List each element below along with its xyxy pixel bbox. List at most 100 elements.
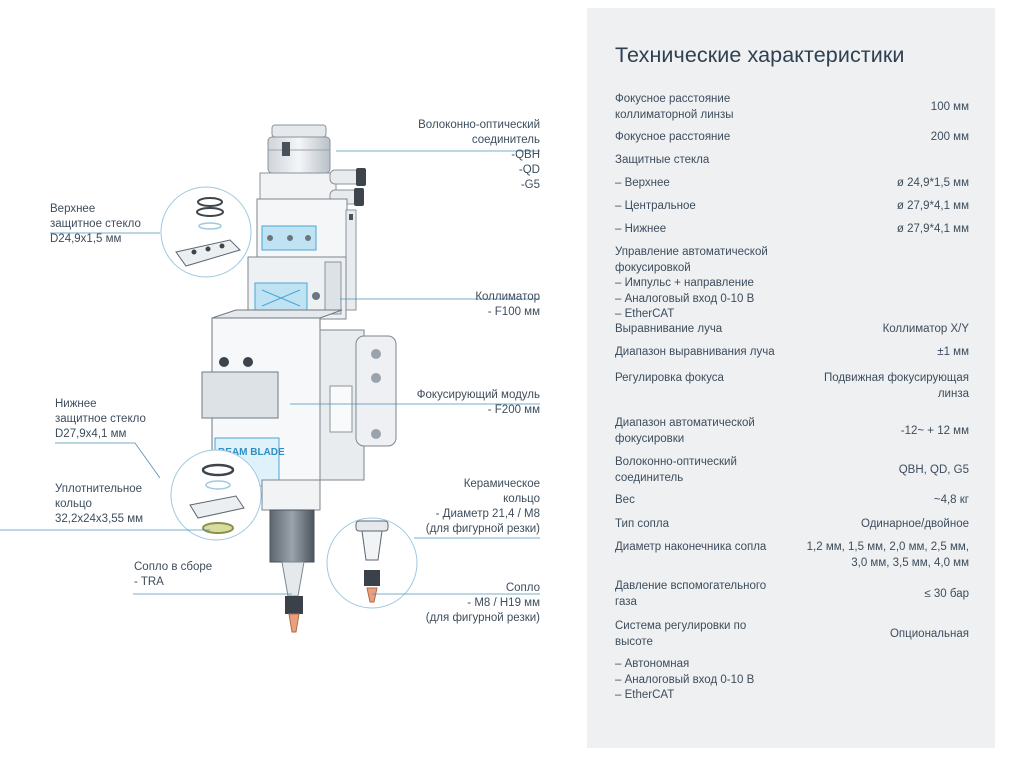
spec-value-line: Одинарное/двойное <box>861 518 969 530</box>
spec-name-line: – Аналоговый вход 0-10 В <box>615 292 755 305</box>
spec-name: Фокусное расстояние <box>615 130 805 146</box>
label-line: Коллиматор <box>475 291 540 303</box>
spec-name-line: Диаметр наконечника сопла <box>615 541 767 553</box>
specs-panel: Технические характеристики Фокусное расс… <box>587 8 995 748</box>
spec-value-line: Опциональная <box>889 627 969 640</box>
spec-name: Тип сопла <box>615 517 805 533</box>
spec-value-line: 100 мм <box>930 100 969 113</box>
specs-title: Технические характеристики <box>615 43 905 67</box>
spec-name: – Автономная – Аналоговый вход 0-10 В – Et… <box>615 657 805 704</box>
label-line: Сопло <box>505 582 540 594</box>
upper-housing-part <box>256 198 357 311</box>
label-line: Волоконно-оптический <box>418 119 540 131</box>
spec-value: Коллиматор X/Y <box>794 322 969 338</box>
label-line: -G5 <box>520 179 540 191</box>
label-line: Уплотнительное <box>55 483 143 495</box>
spec-name-line: коллиматорной линзы <box>615 108 734 121</box>
spec-name-line: газа <box>615 595 637 608</box>
label-line: -QD <box>518 164 540 176</box>
label-nozzle-assembly: Сопло в сборе - TRA <box>134 560 212 590</box>
spec-name: Диаметр наконечника сопла <box>615 540 805 556</box>
spec-value-line: QBH, QD, G5 <box>898 463 969 476</box>
spec-value-line: ø 27,9*4,1 мм <box>896 223 969 235</box>
spec-value: 1,2 мм, 1,5 мм, 2,0 мм, 2,5 мм, 3,0 мм, 3… <box>794 540 969 571</box>
spec-name-line: – Импульс + направление <box>615 277 754 289</box>
label-line: защитное стекло <box>50 218 141 230</box>
spec-name-line: фокусировкой <box>615 261 691 274</box>
spec-name: Диапазон выравнивания луча <box>615 345 805 361</box>
spec-value-line: Подвижная фокусирующая <box>823 372 969 384</box>
spec-value-line: 1,2 мм, 1,5 мм, 2,0 мм, 2,5 мм, <box>806 541 969 553</box>
spec-name: Управление автоматической фокусировкой – И… <box>615 245 805 323</box>
spec-name: Регулировка фокуса <box>615 371 805 387</box>
spec-name: Система регулировки по высоте <box>615 619 805 650</box>
spec-name-line: – Нижнее <box>615 223 667 235</box>
label-line: кольцо <box>503 493 540 505</box>
spec-name: Диапазон автоматической фокусировки <box>615 416 805 447</box>
label-line: - TRA <box>134 576 164 588</box>
upper-glass-inset <box>160 186 252 278</box>
spec-name: Фокусное расстояние коллиматорной линзы <box>615 92 805 123</box>
spec-name-line: Фокусное расстояние <box>615 93 731 105</box>
spec-name-line: Управление автоматической <box>615 246 768 258</box>
spec-value-line: ø 24,9*1,5 мм <box>896 177 969 189</box>
spec-name-line: соединитель <box>615 471 684 484</box>
lower-glass-inset <box>170 449 262 541</box>
spec-value-line: 200 мм <box>930 131 969 143</box>
spec-name: – Центральное <box>615 199 805 215</box>
callout-lines <box>0 150 540 595</box>
spec-name-line: высоте <box>615 635 653 648</box>
spec-name-line: – Центральное <box>615 200 696 212</box>
spec-value-line: ≤ 30 бар <box>924 587 969 600</box>
spec-value-line: ø 27,9*4,1 мм <box>896 200 969 212</box>
spec-name: – Нижнее <box>615 222 805 238</box>
spec-name-line: фокусировки <box>615 432 685 445</box>
spec-name-line: – EtherCAT <box>615 689 675 701</box>
spec-value: 200 мм <box>794 130 969 146</box>
spec-value: ±1 мм <box>794 345 969 361</box>
label-line: Сопло в сборе <box>134 561 213 573</box>
spec-value-line: линза <box>937 387 969 400</box>
spec-name-line: Тип сопла <box>615 518 669 530</box>
spec-name-line: Диапазон автоматической <box>615 417 755 429</box>
label-line: D24,9x1,5 мм <box>50 233 122 245</box>
label-upper-glass: Верхнее защитное стекло D24,9x1,5 мм <box>50 202 141 247</box>
label-lower-glass: Нижнее защитное стекло D27,9x4,1 мм <box>55 397 146 442</box>
spec-value-line: ±1 мм <box>937 346 969 358</box>
spec-value: Подвижная фокусирующая линза <box>794 371 969 402</box>
spec-value: Одинарное/двойное <box>794 517 969 533</box>
label-line: соединитель <box>471 134 540 146</box>
label-line: (для фигурной резки) <box>425 612 540 624</box>
spec-name-line: – Аналоговый вход 0-10 В <box>615 673 755 686</box>
spec-value: ø 27,9*4,1 мм <box>794 199 969 215</box>
label-line: -QBH <box>511 149 540 161</box>
fiber-connector-part <box>259 124 366 206</box>
spec-value-line: -12~ + 12 мм <box>900 424 969 437</box>
spec-name-line: Система регулировки по <box>615 620 747 632</box>
label-line: D27,9x4,1 мм <box>55 428 127 440</box>
spec-value: ø 27,9*4,1 мм <box>794 222 969 238</box>
label-line: Верхнее <box>50 203 96 215</box>
label-collimator: Коллиматор - F100 мм <box>400 290 540 320</box>
label-line: - M8 / H19 мм <box>467 597 540 609</box>
spec-name: Защитные стекла <box>615 153 805 169</box>
label-line: защитное стекло <box>55 413 146 425</box>
lower-body-part <box>261 479 321 633</box>
label-line: - F100 мм <box>487 306 540 318</box>
spec-name-line: – Автономная <box>615 658 690 670</box>
spec-value: ≤ 30 бар <box>794 587 969 603</box>
spec-name-line: – EtherCAT <box>615 308 675 320</box>
label-fiber-connector: Волоконно-оптический соединитель -QBH -Q… <box>378 118 540 193</box>
label-line: (для фигурной резки) <box>425 523 540 535</box>
spec-name-line: Давление вспомогательного <box>615 580 767 592</box>
spec-name: – Верхнее <box>615 176 805 192</box>
label-line: Керамическое <box>463 478 540 490</box>
spec-name-line: Выравнивание луча <box>615 323 723 335</box>
spec-value: -12~ + 12 мм <box>794 424 969 440</box>
spec-value-line: 3,0 мм, 3,5 мм, 4,0 мм <box>851 556 969 569</box>
laser-head-illustration: BEAM BLADE <box>0 124 540 633</box>
spec-name-line: Регулировка фокуса <box>615 372 724 384</box>
label-line: - F200 мм <box>487 404 540 416</box>
spec-name-line: Диапазон выравнивания луча <box>615 346 775 358</box>
